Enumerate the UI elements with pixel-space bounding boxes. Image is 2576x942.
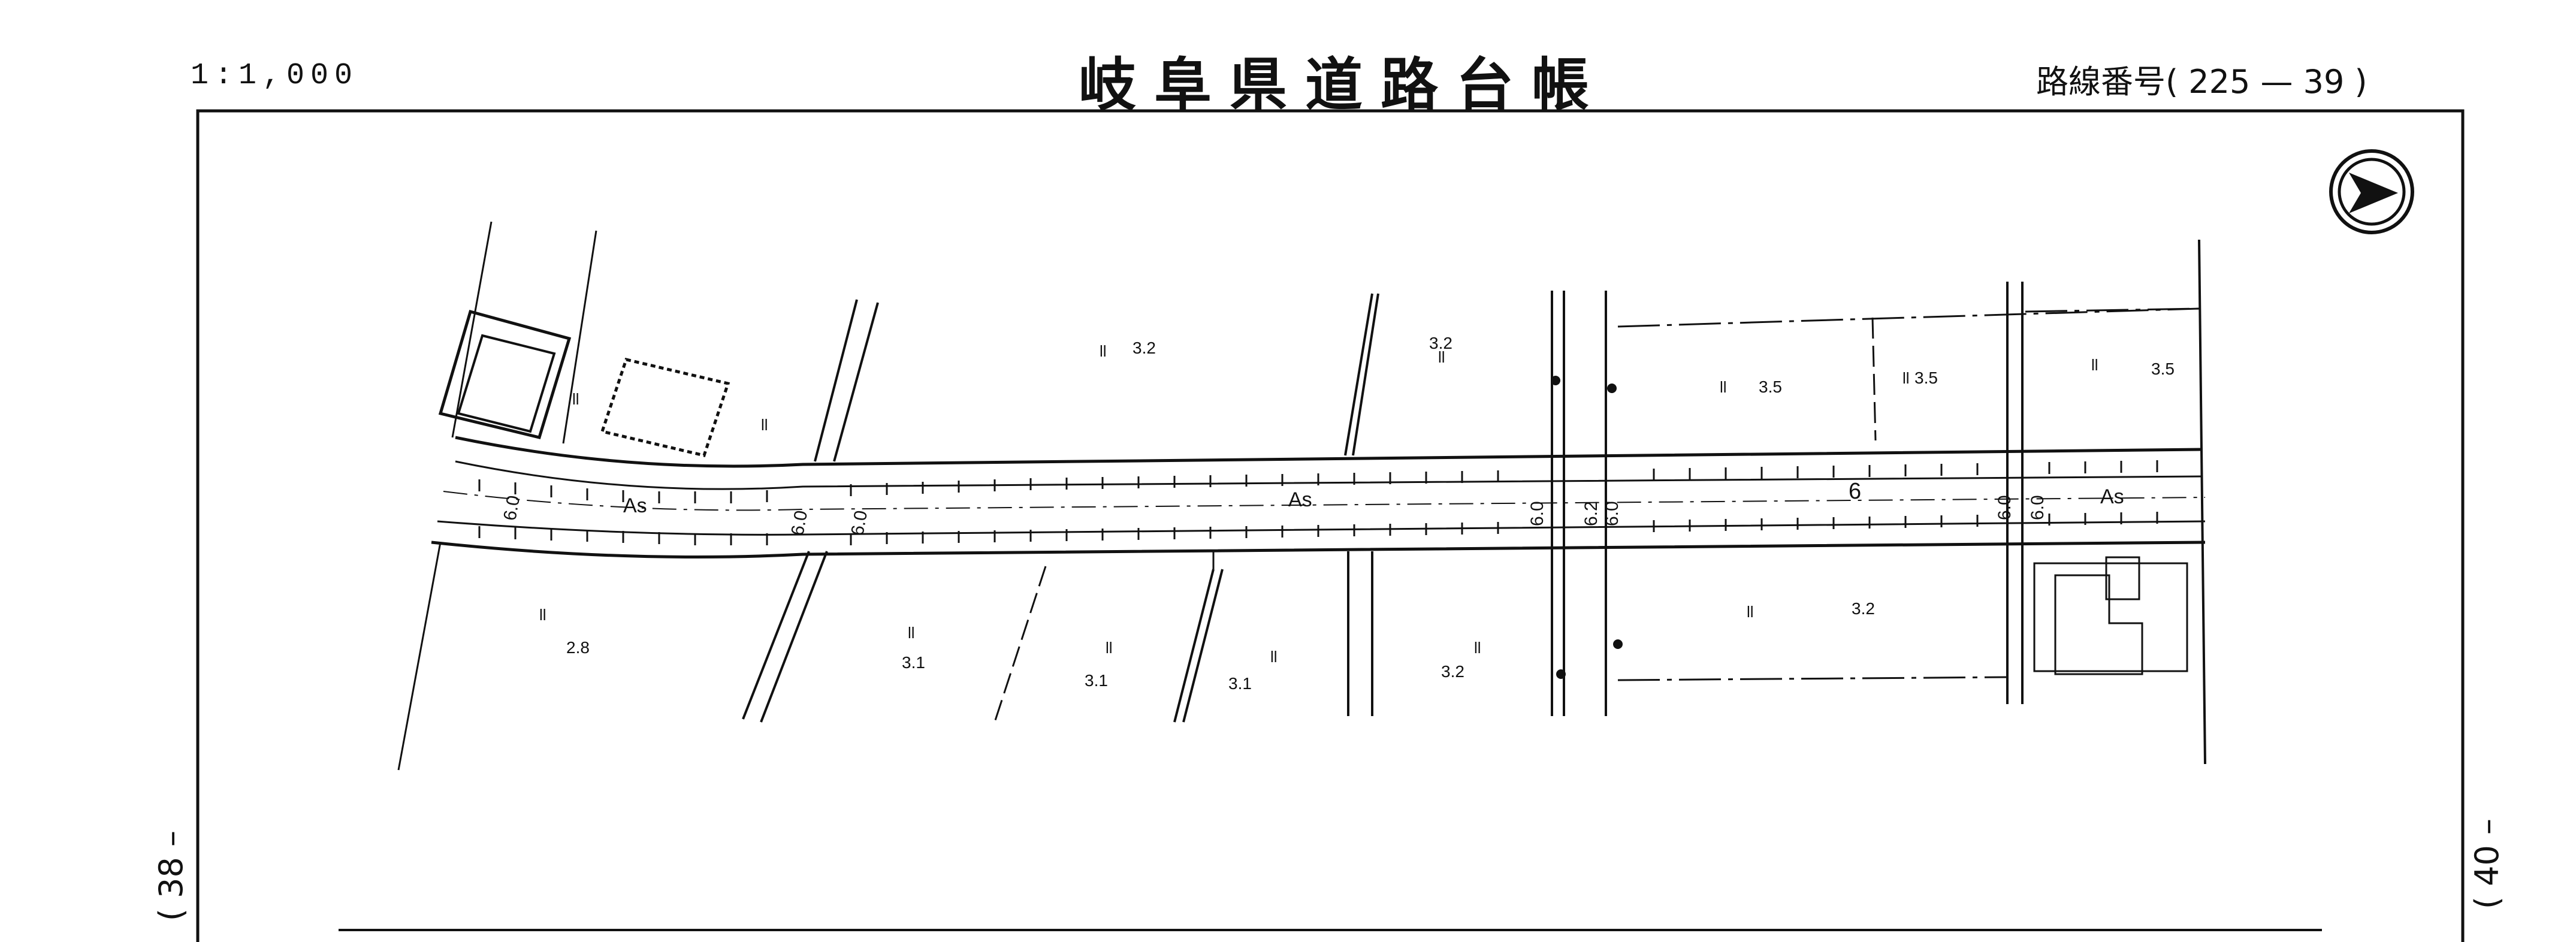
surface-label: As <box>2100 485 2124 508</box>
land-symbol: ll <box>1100 342 1107 360</box>
road-width-label: 6.0 <box>1527 501 1547 526</box>
spot-height: 3.2 <box>1441 662 1464 681</box>
cross-streets <box>742 239 2206 765</box>
land-symbol: ll <box>1747 603 1754 621</box>
spot-height: 3.5 <box>2151 360 2175 378</box>
land-symbol: ll <box>539 606 546 624</box>
route-number-a: 225 <box>2188 63 2251 101</box>
land-symbol: ll <box>1270 648 1278 666</box>
land-symbol: ll <box>1106 639 1113 657</box>
buildings <box>438 309 2188 675</box>
land-symbol: ll <box>1720 378 1727 396</box>
road-width-label: 6.0 <box>847 509 871 537</box>
spot-heights: 3.2 3.2 3.5 3.5 3.5 2.8 3.1 3.1 3.1 3.2 … <box>566 334 2175 693</box>
spot-height: 3.2 <box>1429 334 1452 352</box>
land-symbol: ll <box>2091 356 2098 374</box>
spot-height: 3.1 <box>1085 671 1108 690</box>
spot-height: 3.1 <box>1228 674 1252 693</box>
road-width-label: 6.0 <box>1995 495 2015 520</box>
road-width-label: 6.0 <box>787 509 811 537</box>
surface-label: As <box>1288 488 1312 511</box>
parcel-lines <box>397 221 2200 771</box>
land-symbol: ll <box>908 624 915 642</box>
north-arrow-icon <box>2329 149 2414 234</box>
road-width-label: 6.0 <box>2028 495 2047 520</box>
road-edge-ticks <box>478 460 2158 545</box>
road-labels: As As As 6.0 6.0 6.0 6.0 6.2 6.0 6.0 6.0… <box>500 479 2124 537</box>
utility-poles <box>1551 376 1623 679</box>
land-use-symbols: ll ll ll ll ll ll ll ll ll ll ll ll ll <box>539 342 2098 666</box>
spot-height: 3.1 <box>902 653 925 672</box>
map-frame <box>196 109 2465 942</box>
land-symbol: ll <box>761 416 768 434</box>
route-number: 路線番号( 225 — 39 ) <box>2036 63 2367 101</box>
spot-height: 3.5 <box>1914 369 1938 387</box>
spot-height: 2.8 <box>566 638 590 657</box>
page-title: 岐阜県道路台帳 <box>1079 52 1607 119</box>
map-scale: 1:1,000 <box>191 59 359 93</box>
main-road <box>431 436 2206 558</box>
surface-label: As <box>623 494 647 517</box>
spot-height: 3.5 <box>1759 378 1782 396</box>
road-width-label: 6.0 <box>1602 501 1622 526</box>
land-symbol: ll <box>572 390 579 408</box>
spot-height: 3.2 <box>1133 339 1156 357</box>
road-width-label: 6.0 <box>500 494 524 522</box>
route-label: 路線番号 <box>2036 63 2166 101</box>
land-symbol: ll <box>1438 348 1445 366</box>
route-number-b: 39 <box>2303 63 2345 101</box>
land-symbol: ll <box>1474 639 1481 657</box>
land-symbol: ll <box>1902 369 1910 387</box>
road-width-label: 6 <box>1849 479 1861 504</box>
route-dash: — <box>2260 63 2293 101</box>
road-width-label: 6.2 <box>1581 501 1601 526</box>
spot-height: 3.2 <box>1852 599 1875 618</box>
